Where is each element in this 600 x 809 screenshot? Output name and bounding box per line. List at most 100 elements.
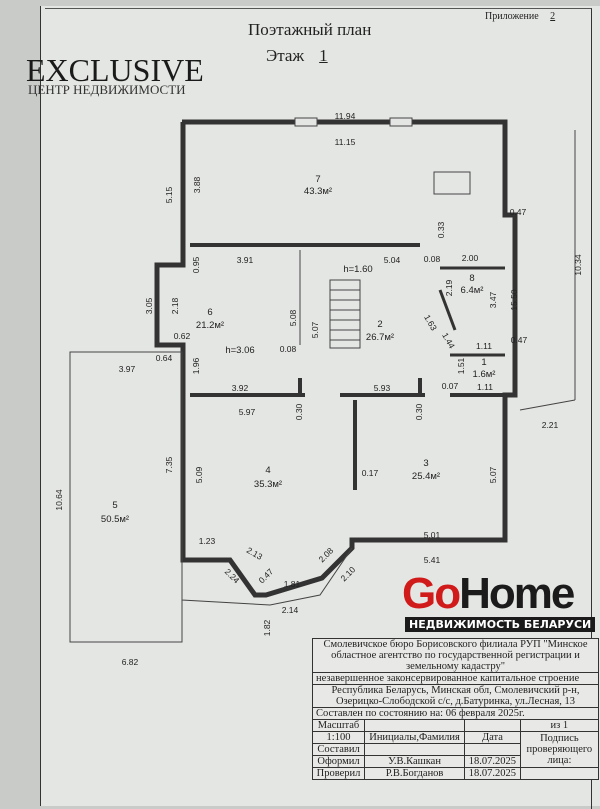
- date: [464, 743, 521, 756]
- signature-header: Подпись проверяющего лица:: [519, 731, 600, 768]
- name: [364, 743, 466, 756]
- dim: 0.30: [414, 403, 424, 420]
- dim: 1.96: [191, 357, 201, 374]
- dim: 5.01: [424, 530, 441, 540]
- dim: 1.44: [440, 331, 457, 351]
- dim: 5.97: [239, 407, 256, 417]
- dim: 10.34: [573, 254, 583, 276]
- scale-value: 1:100: [311, 731, 366, 744]
- dim: 1.81: [284, 579, 301, 589]
- sheet-count: из 1: [519, 719, 600, 732]
- title-block: Смолевичское бюро Борисовского филиала Р…: [311, 638, 600, 780]
- dim: 15.50: [509, 289, 519, 311]
- exclusive-logo: EXCLUSIVE: [26, 52, 204, 88]
- gohome-logo-subtitle: НЕДВИЖИМОСТЬ БЕЛАРУСИ: [405, 617, 596, 632]
- dim: 2.14: [282, 605, 299, 615]
- appendix-number: 2: [550, 11, 556, 22]
- dim: 5.41: [424, 555, 441, 565]
- room-8-number: 8: [469, 273, 474, 284]
- dim: 0.47: [256, 566, 275, 585]
- stair-height: h=1.60: [343, 264, 372, 275]
- dim: 1.63: [422, 313, 439, 333]
- dim: 1.51: [456, 357, 466, 374]
- name: У.В.Кашкан: [364, 755, 466, 768]
- dim: 3.97: [119, 364, 136, 374]
- dim: 2.19: [444, 279, 454, 296]
- date-header: Дата: [464, 731, 521, 744]
- dim: 5.15: [164, 186, 174, 203]
- room-5-area: 50.5м²: [101, 514, 129, 525]
- dimensions: 11.94 11.15 5.15 3.88 0.47 0.33 3.91 5.0…: [54, 111, 583, 667]
- dim: 3.05: [144, 297, 154, 314]
- name: Р.В.Богданов: [364, 767, 466, 780]
- dim: 2.10: [338, 564, 357, 583]
- room-1-area: 1.6м²: [473, 369, 496, 380]
- floor-number: 1: [319, 46, 328, 65]
- gohome-logo: GoHome: [402, 569, 575, 618]
- scale-label: Масштаб: [311, 719, 366, 732]
- dim: 0.47: [511, 335, 528, 345]
- state-date: Составлен по состоянию на: 06 февраля 20…: [312, 707, 599, 720]
- dim: 2.13: [245, 545, 265, 562]
- dim: 5.07: [310, 321, 320, 338]
- dim: 3.47: [488, 291, 498, 308]
- room-2-number: 2: [377, 319, 382, 330]
- room-1-number: 1: [481, 357, 486, 368]
- dim: 2.00: [462, 253, 479, 263]
- dim: 7.35: [164, 456, 174, 473]
- dim: 10.64: [54, 489, 64, 511]
- page-title: Поэтажный план: [248, 20, 372, 39]
- room-6-height: h=3.06: [225, 345, 254, 356]
- dim: 0.17: [362, 468, 379, 478]
- dim: 2.18: [170, 297, 180, 314]
- dim: 3.92: [232, 383, 249, 393]
- drawing-frame: [45, 8, 592, 809]
- walls: [154, 119, 518, 598]
- room-2-area: 26.7м²: [366, 332, 394, 343]
- dim: 3.88: [192, 176, 202, 193]
- dim: 2.21: [542, 420, 559, 430]
- dim: 0.08: [424, 254, 441, 264]
- role: Составил: [311, 743, 366, 756]
- dim: 2.08: [316, 545, 335, 564]
- dim: 0.62: [174, 331, 191, 341]
- dim: 0.08: [280, 344, 297, 354]
- dim: 1.11: [476, 341, 492, 351]
- room-3-area: 25.4м²: [412, 471, 440, 482]
- room-5-number: 5: [112, 500, 117, 511]
- dim: 0.47: [510, 207, 527, 217]
- room-7-number: 7: [315, 174, 320, 185]
- secondary-lines: [69, 117, 576, 643]
- dim: 11.15: [335, 137, 356, 147]
- dim: 0.07: [442, 381, 459, 391]
- initials-header: Инициалы,Фамилия: [364, 731, 466, 744]
- dim: 0.33: [436, 221, 446, 238]
- room-6-area: 21.2м²: [196, 320, 224, 331]
- dim: 6.82: [122, 657, 139, 667]
- room-6-number: 6: [207, 307, 212, 318]
- object-type: незавершенное законсервированное капитал…: [312, 672, 599, 685]
- dim: 0.64: [156, 353, 173, 363]
- organization: Смолевичское бюро Борисовского филиала Р…: [312, 638, 599, 673]
- dim: 11.94: [335, 111, 356, 121]
- dim: 0.30: [294, 403, 304, 420]
- room-labels: 7 43.3м² 6 21.2м² 2 26.7м² 8 6.4м² 1 1.6…: [101, 174, 496, 525]
- room-8-area: 6.4м²: [461, 285, 484, 296]
- dim: 5.08: [288, 309, 298, 326]
- dim: 5.09: [194, 466, 204, 483]
- address: Республика Беларусь, Минская обл, Смолев…: [312, 684, 599, 708]
- dim: 0.95: [191, 256, 201, 273]
- room-4-number: 4: [265, 465, 270, 476]
- floor-label: Этаж 1: [266, 46, 338, 66]
- role: Проверил: [311, 767, 366, 780]
- dim: 1.11: [477, 382, 493, 392]
- dim: 5.93: [374, 383, 391, 393]
- room-7-area: 43.3м²: [304, 186, 332, 197]
- role: Оформил: [311, 755, 366, 768]
- dim: 1.82: [262, 619, 272, 636]
- dim: 5.04: [384, 255, 401, 265]
- room-3-number: 3: [423, 458, 428, 469]
- exclusive-logo-subtitle: ЦЕНТР НЕДВИЖИМОСТИ: [28, 82, 186, 97]
